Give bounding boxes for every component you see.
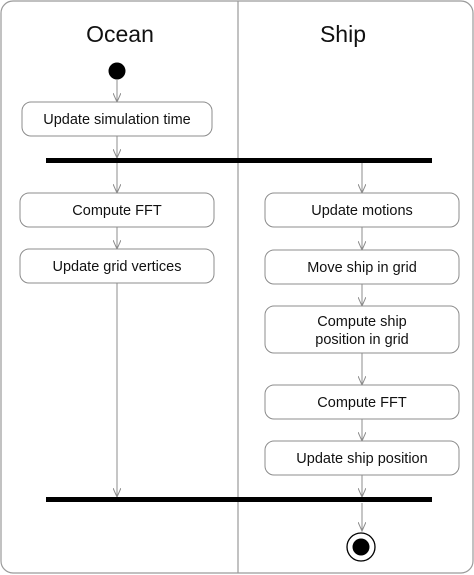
fork-bar bbox=[46, 158, 432, 163]
activity-label: Move ship in grid bbox=[307, 260, 417, 276]
activity-label: Update ship position bbox=[296, 451, 427, 467]
swimlane-title-ship: Ship bbox=[320, 21, 366, 47]
activity-label: Compute FFT bbox=[72, 203, 162, 219]
final-node-core bbox=[352, 538, 370, 556]
initial-node bbox=[108, 62, 126, 80]
activity-label-line-2: position in grid bbox=[315, 332, 409, 348]
join-bar bbox=[46, 497, 432, 502]
activity-ocean-compute-fft: Compute FFT bbox=[19, 192, 215, 228]
activity-update-ship-position: Update ship position bbox=[264, 440, 460, 476]
activity-update-simulation-time: Update simulation time bbox=[21, 101, 213, 137]
activity-label-line-1: Compute ship bbox=[317, 314, 406, 330]
activity-label: Update grid vertices bbox=[53, 259, 182, 275]
swimlane-title-ocean: Ocean bbox=[86, 21, 154, 47]
activity-update-motions: Update motions bbox=[264, 192, 460, 228]
activity-label: Update motions bbox=[311, 203, 413, 219]
activity-label: Compute FFT bbox=[317, 395, 407, 411]
activity-label: Update simulation time bbox=[43, 112, 191, 128]
activity-ship-compute-fft: Compute FFT bbox=[264, 384, 460, 420]
activity-move-ship-in-grid: Move ship in grid bbox=[264, 249, 460, 285]
activity-compute-ship-position: Compute ship position in grid bbox=[264, 305, 460, 354]
activity-update-grid-vertices: Update grid vertices bbox=[19, 248, 215, 284]
